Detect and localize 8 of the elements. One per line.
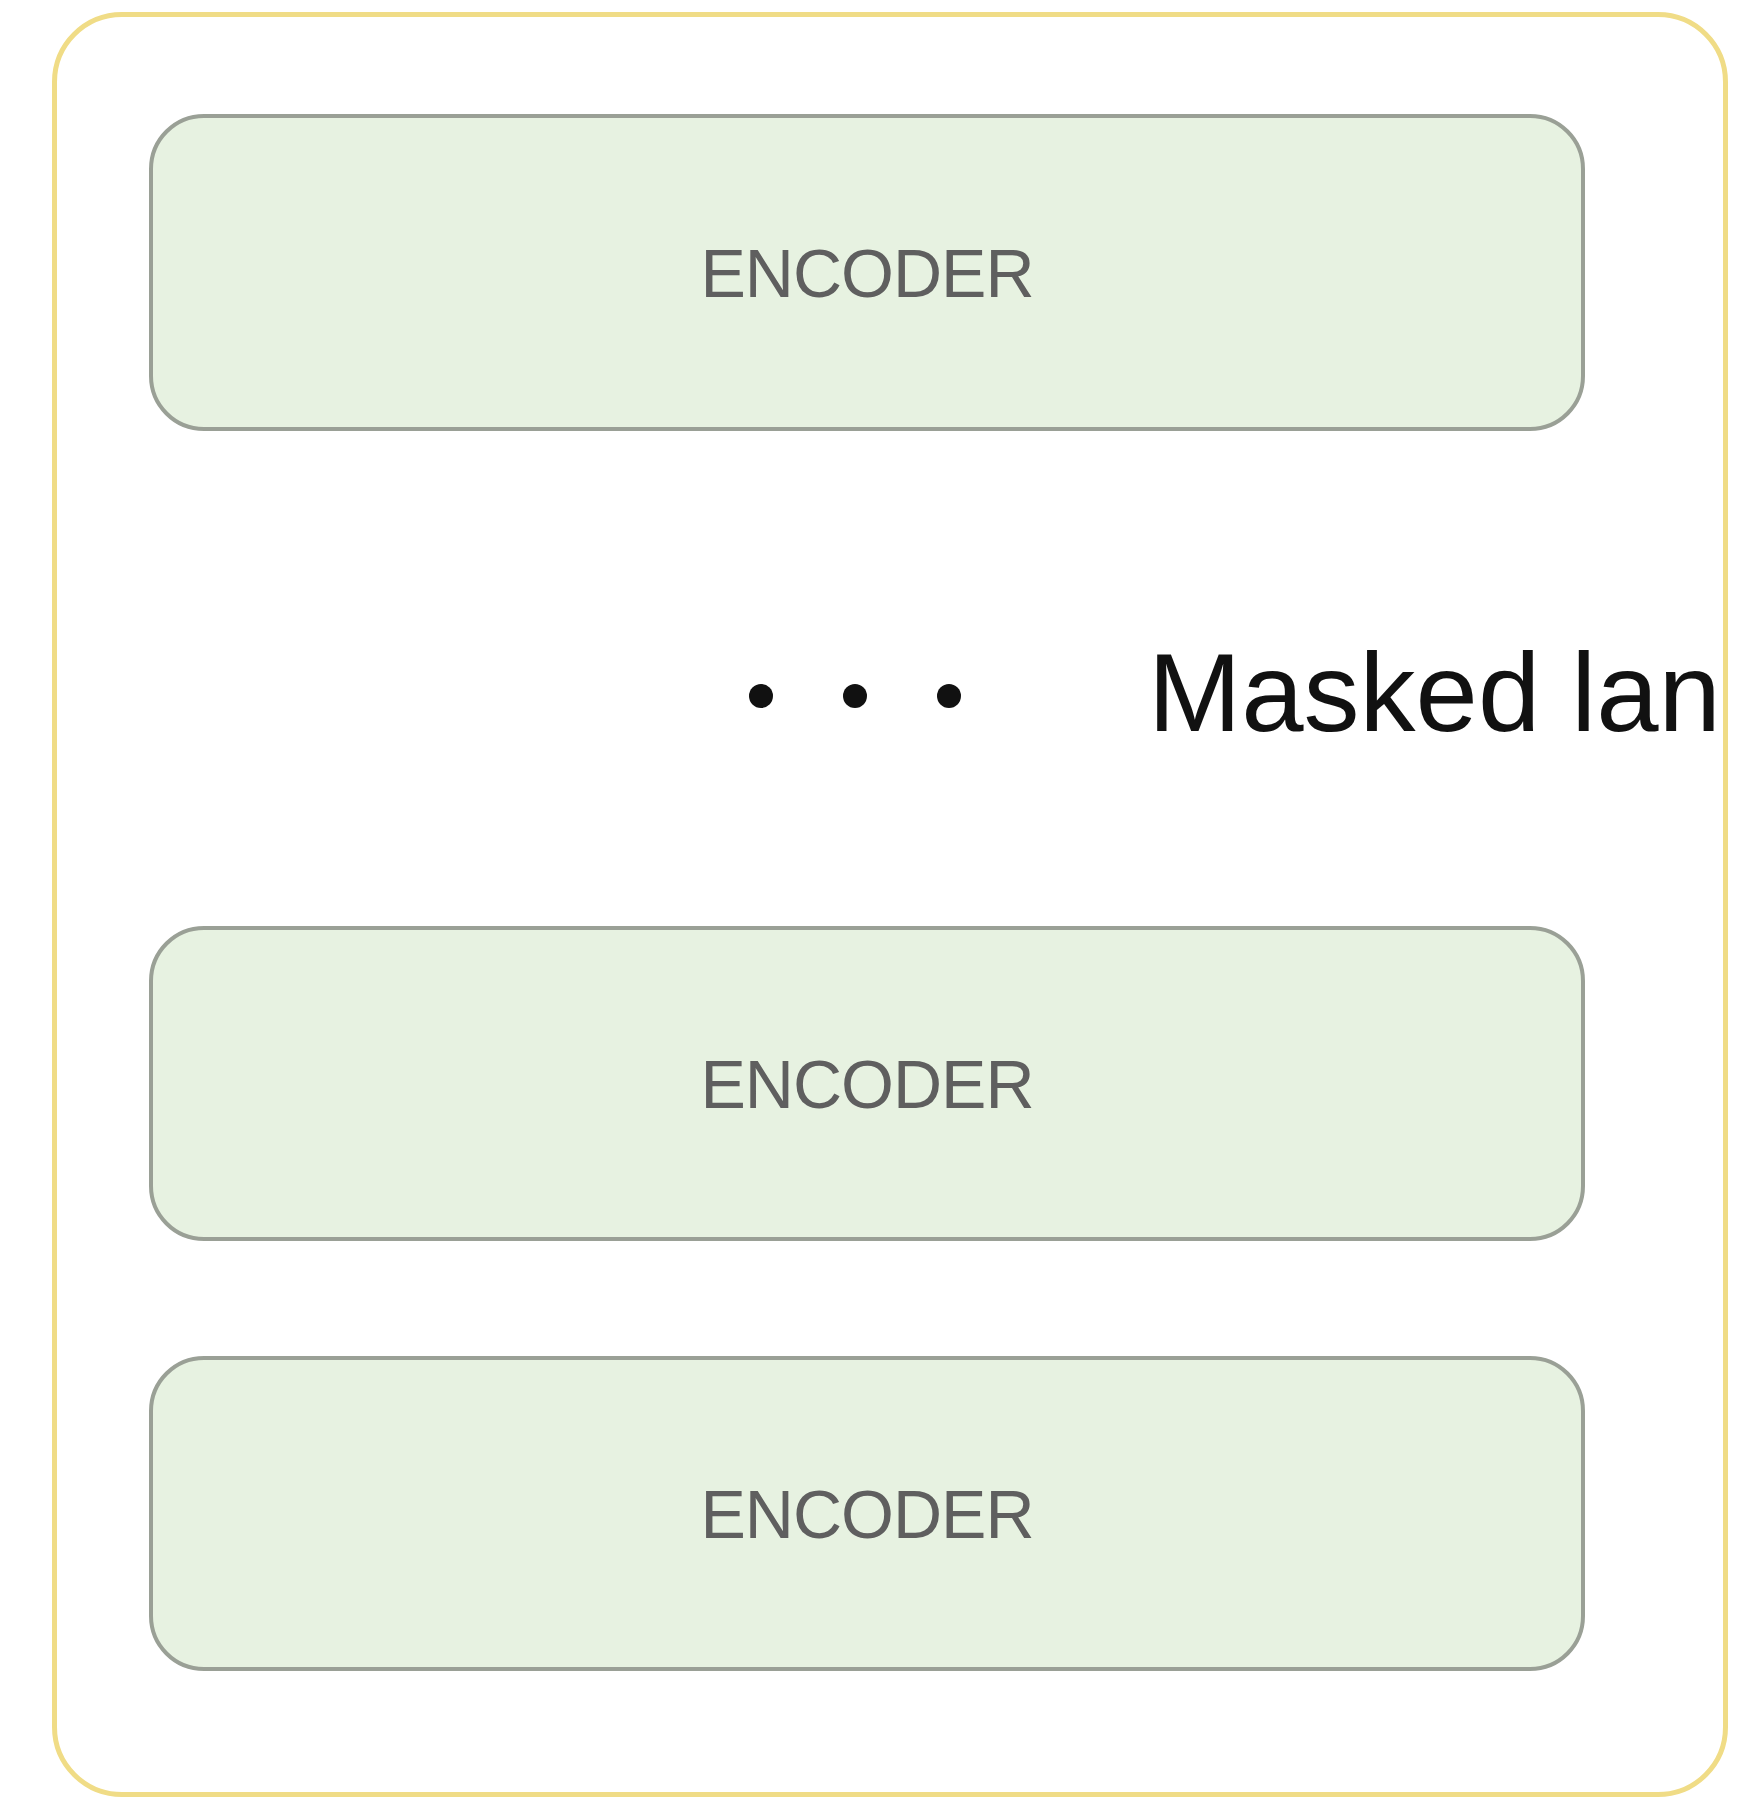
- caption-text: Masked lan: [1148, 629, 1721, 757]
- encoder-label: ENCODER: [700, 233, 1034, 312]
- encoder-label: ENCODER: [700, 1474, 1034, 1553]
- encoder-box: [149, 1356, 1585, 1671]
- encoder-label: ENCODER: [700, 1044, 1034, 1123]
- container-box: [52, 12, 1728, 1797]
- encoder-box: [149, 114, 1585, 431]
- encoder-box: [149, 926, 1585, 1241]
